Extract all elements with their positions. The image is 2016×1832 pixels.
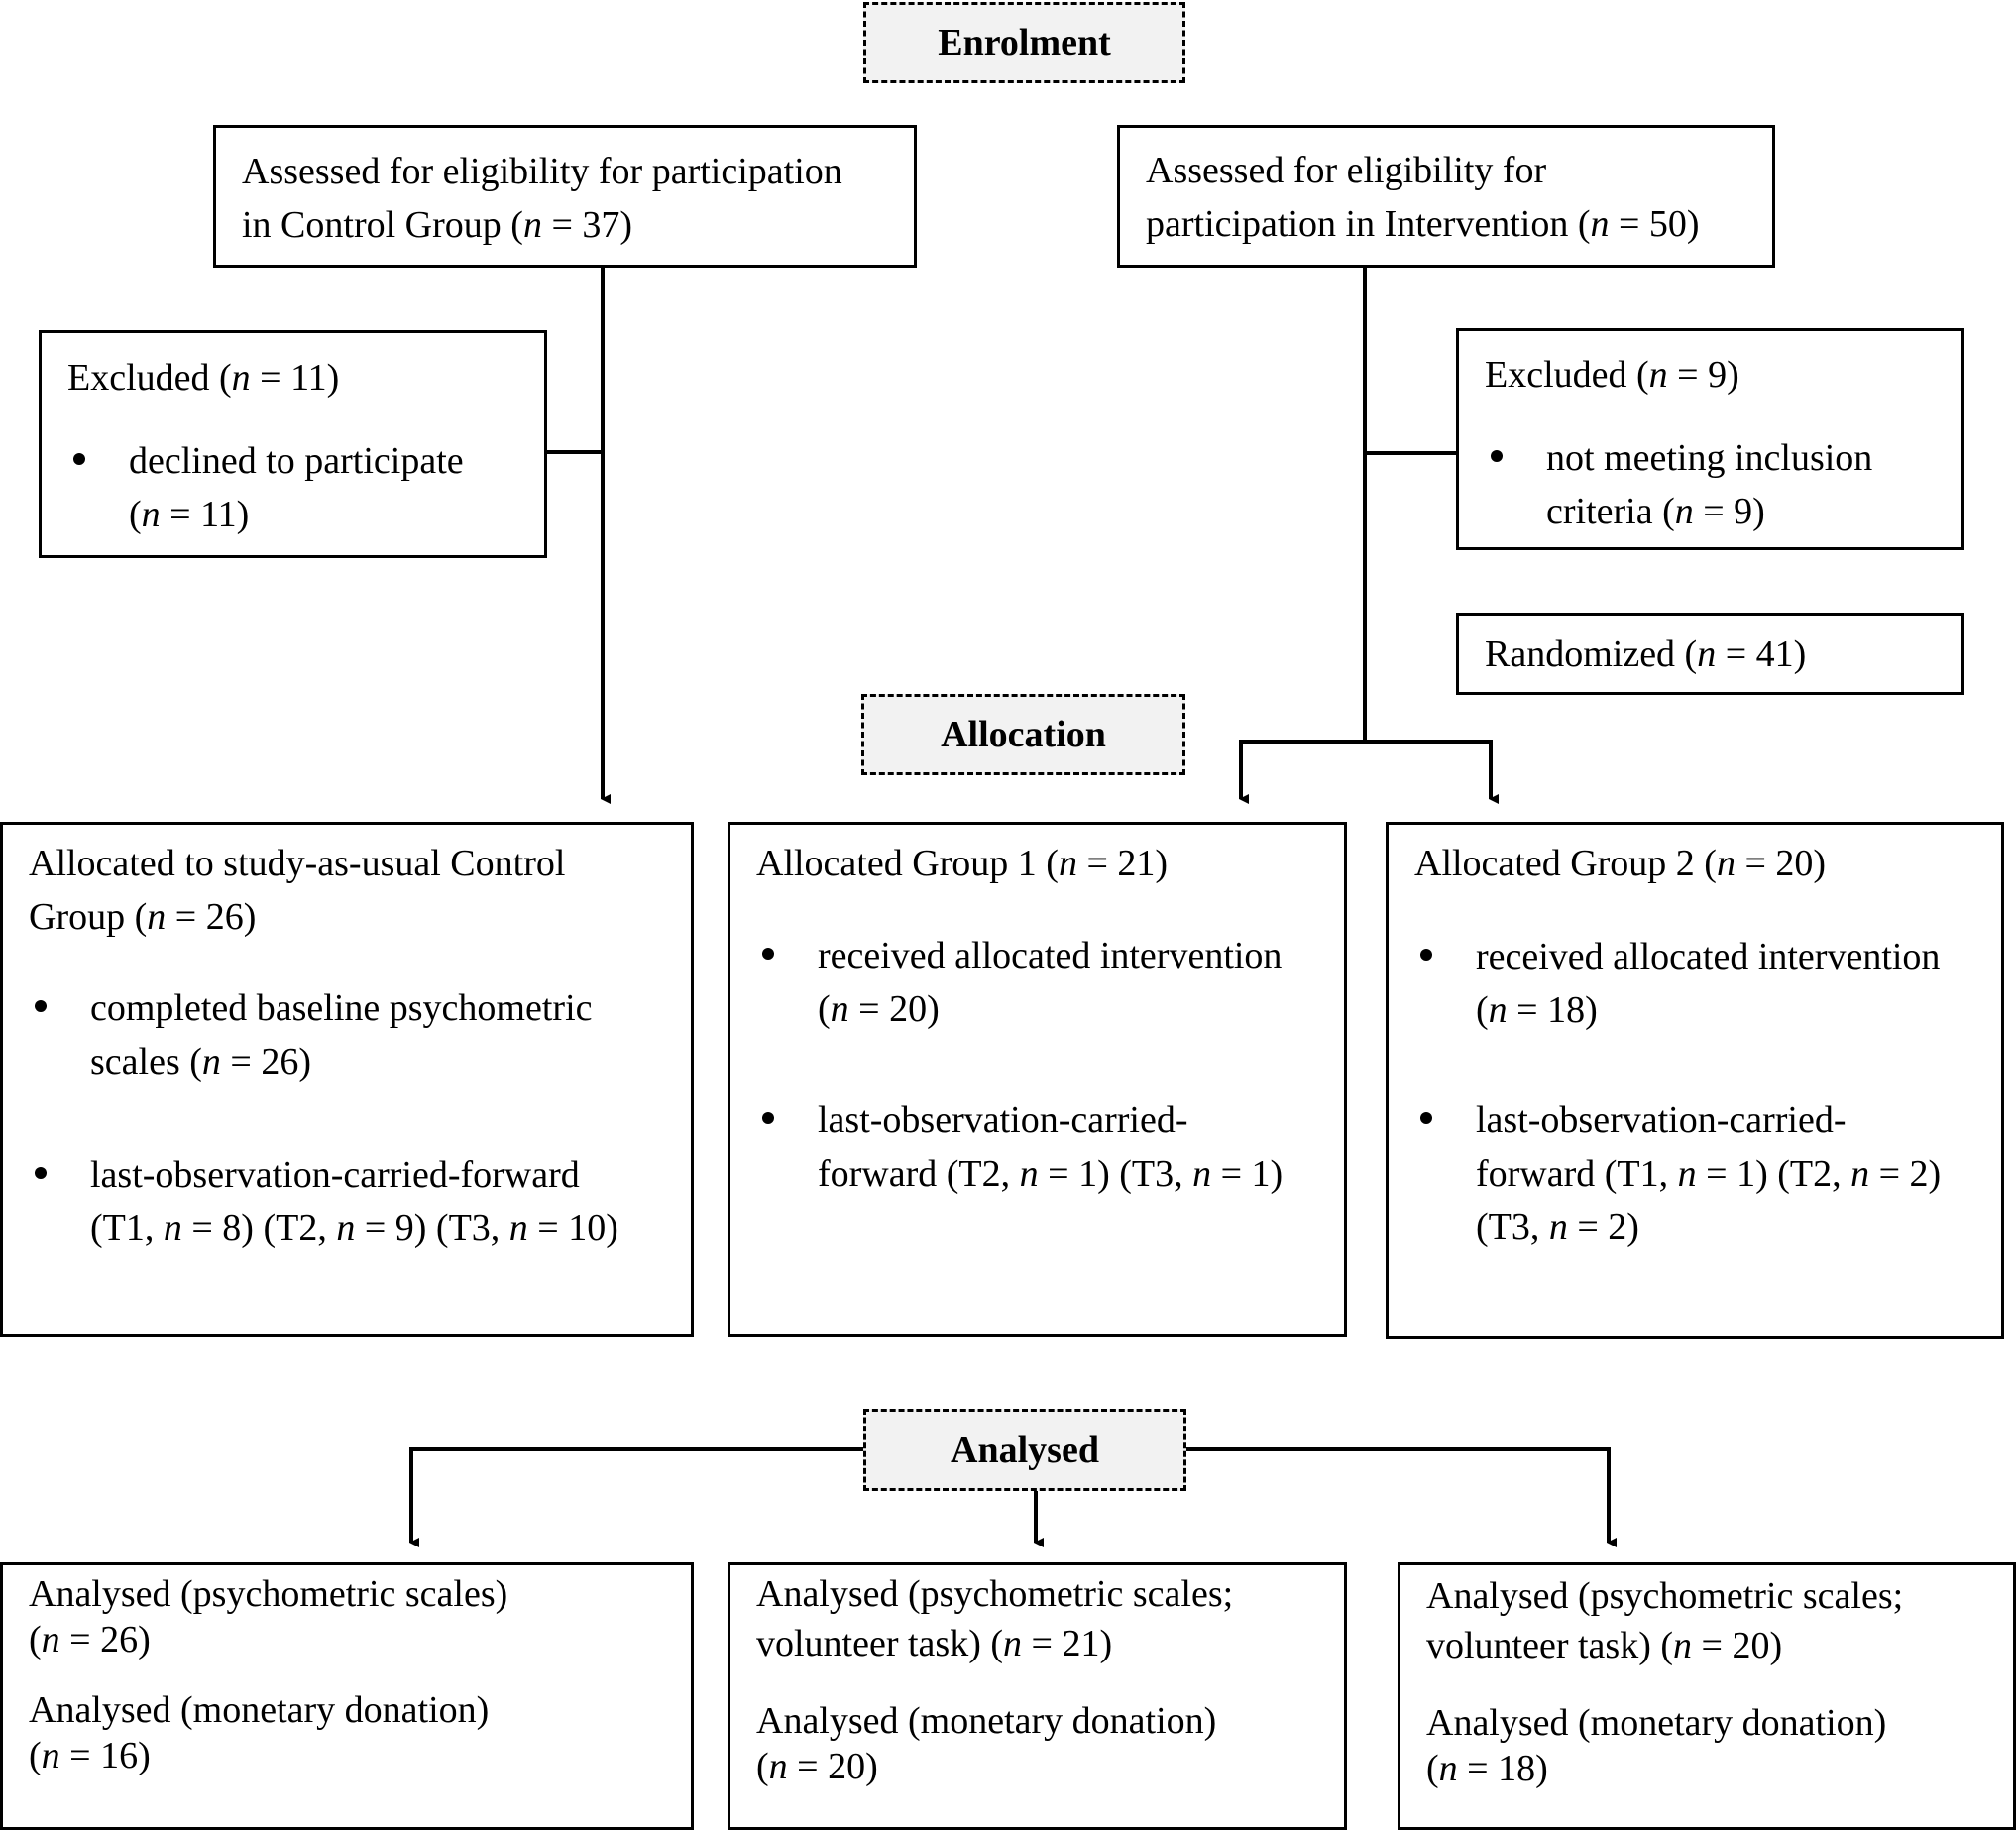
allocated-group2-box: Allocated Group 2 (n = 20) received allo…: [1386, 822, 2004, 1339]
excluded-control-box: Excluded (n = 11) declined to participat…: [39, 330, 547, 558]
n-symbol: n: [1192, 1153, 1212, 1195]
eligibility-control-box: Assessed for eligibility for participati…: [213, 125, 917, 268]
bullet-icon: [762, 1112, 774, 1124]
n-symbol: n: [1850, 1153, 1870, 1195]
n-symbol: n: [1438, 1748, 1458, 1789]
analysed-control-box: Analysed (psychometric scales) (n = 26) …: [0, 1562, 694, 1830]
excluded-intervention-box: Excluded (n = 9) not meeting inclusion c…: [1456, 328, 1964, 550]
eligibility-control-line1: Assessed for eligibility for participati…: [242, 151, 842, 192]
n-symbol: n: [508, 1207, 528, 1249]
n-symbol: n: [522, 204, 542, 246]
stage-enrolment: Enrolment: [863, 2, 1185, 83]
n-symbol: n: [1716, 843, 1736, 884]
allocated-group1-box: Allocated Group 1 (n = 21) received allo…: [728, 822, 1347, 1337]
bullet-icon: [73, 453, 85, 465]
n-symbol: n: [1590, 203, 1610, 245]
n-symbol: n: [163, 1207, 182, 1249]
allocated-control-box: Allocated to study-as-usual Control Grou…: [0, 822, 694, 1337]
n-symbol: n: [768, 1746, 788, 1787]
n-symbol: n: [231, 357, 251, 399]
n-symbol: n: [1548, 1206, 1568, 1248]
n-symbol: n: [1674, 491, 1694, 532]
n-symbol: n: [141, 494, 161, 535]
n-symbol: n: [41, 1735, 60, 1776]
n-symbol: n: [830, 988, 849, 1030]
randomized-box: Randomized (n = 41): [1456, 613, 1964, 695]
stage-allocation-label: Allocation: [941, 714, 1106, 755]
n-symbol: n: [1488, 989, 1508, 1031]
stage-analysed: Analysed: [863, 1409, 1186, 1491]
n-symbol: n: [1058, 843, 1077, 884]
n-symbol: n: [1673, 1625, 1693, 1666]
bullet-icon: [1420, 949, 1432, 961]
n-symbol: n: [1697, 633, 1717, 675]
eligibility-intervention-box: Assessed for eligibility for participati…: [1117, 125, 1775, 268]
n-symbol: n: [336, 1207, 356, 1249]
eligibility-intervention-line1: Assessed for eligibility for: [1146, 150, 1547, 191]
stage-allocation: Allocation: [861, 694, 1185, 775]
connector-allocation-split: [1239, 740, 1493, 799]
bullet-icon: [1420, 1112, 1432, 1124]
bullet-icon: [35, 1167, 47, 1179]
n-symbol: n: [1677, 1153, 1697, 1195]
connector-analysed-right: [1185, 1447, 1611, 1543]
stage-analysed-label: Analysed: [951, 1429, 1099, 1471]
stage-enrolment-label: Enrolment: [938, 22, 1111, 63]
n-symbol: n: [201, 1041, 221, 1083]
analysed-group1-box: Analysed (psychometric scales; volunteer…: [728, 1562, 1347, 1830]
n-symbol: n: [1003, 1623, 1023, 1664]
connector-analysed-left: [409, 1447, 863, 1543]
n-symbol: n: [41, 1619, 60, 1660]
n-symbol: n: [1019, 1153, 1039, 1195]
analysed-group2-box: Analysed (psychometric scales; volunteer…: [1398, 1562, 2016, 1830]
n-symbol: n: [1648, 354, 1668, 396]
bullet-icon: [35, 1000, 47, 1012]
bullet-icon: [1491, 450, 1503, 462]
bullet-icon: [762, 948, 774, 960]
n-symbol: n: [147, 896, 167, 938]
